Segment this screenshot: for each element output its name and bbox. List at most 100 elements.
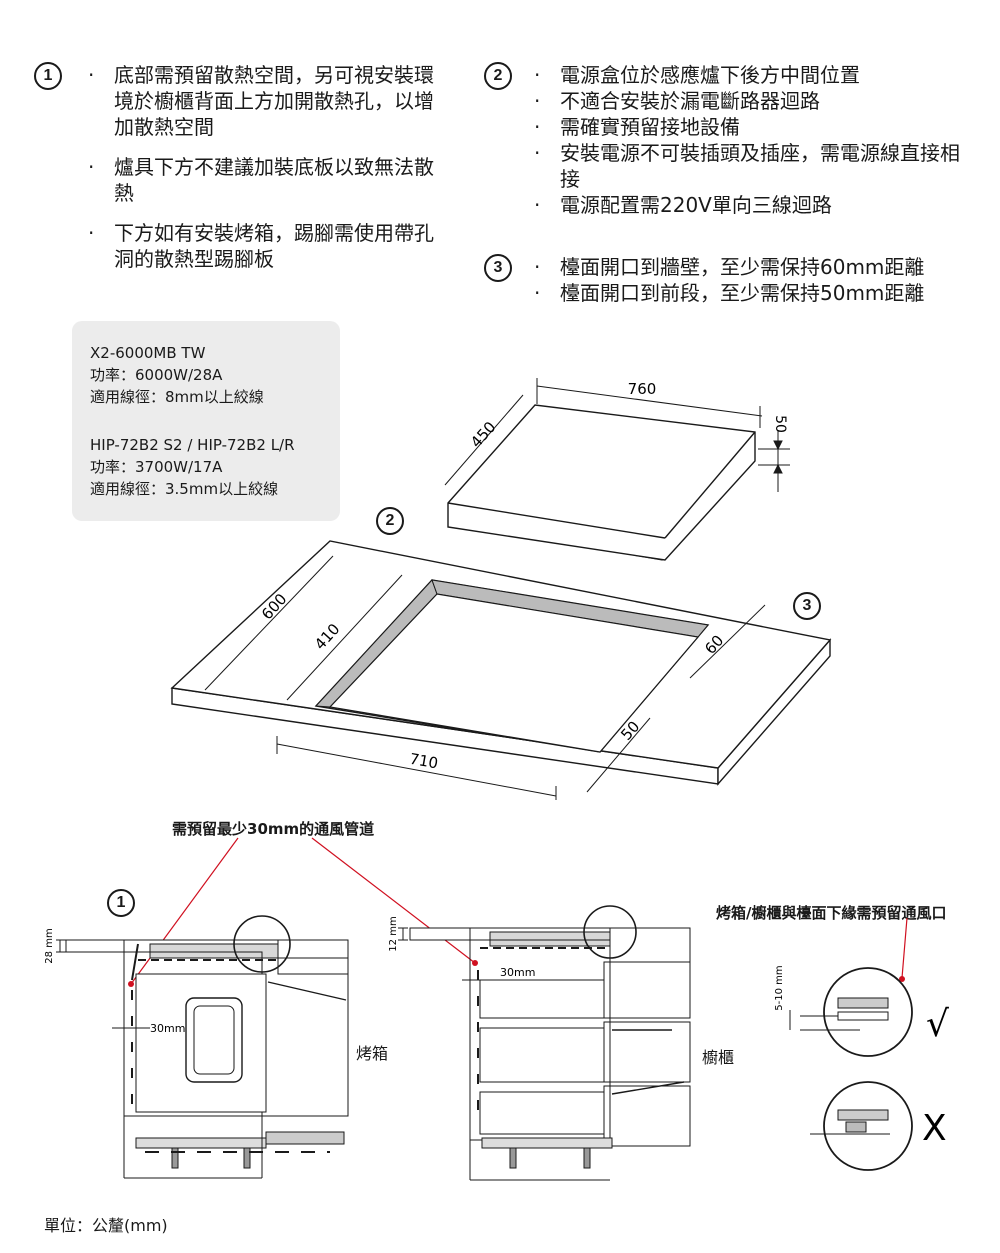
oven-label: 烤箱 bbox=[356, 1044, 389, 1063]
dim-line bbox=[536, 385, 763, 417]
leader-dot bbox=[899, 976, 905, 982]
note-item: 爐具下方不建議加裝底板以致無法散熱 bbox=[88, 154, 438, 206]
note-item: 下方如有安裝烤箱，踢腳需使用帶孔洞的散熱型踢腳板 bbox=[88, 220, 438, 272]
note-item: 安裝電源不可裝插頭及插座，需電源線直接相接 bbox=[534, 140, 974, 192]
countertop-drawing bbox=[170, 540, 832, 800]
drawer-front bbox=[603, 1021, 691, 1083]
leader-line bbox=[901, 917, 908, 979]
spec-wire-1: 適用線徑：8mm以上絞線 bbox=[90, 388, 264, 406]
dim-line bbox=[204, 555, 334, 691]
leader-line bbox=[130, 837, 239, 985]
drawer-cabinet-drawing bbox=[398, 927, 691, 1181]
correct-mark: √ bbox=[926, 1004, 949, 1045]
unit-footer: 單位：公釐(mm) bbox=[44, 1216, 168, 1235]
kickboard bbox=[481, 1137, 613, 1149]
vent-grille bbox=[265, 1131, 345, 1145]
spec-box: X2-6000MB TW 功率：6000W/28A 適用線徑：8mm以上絞線 H… bbox=[72, 321, 340, 521]
detail-circle bbox=[583, 905, 637, 959]
drawer-front bbox=[603, 961, 691, 1019]
section-1-notes: 底部需預留散熱空間，另可視安裝環境於櫥櫃背面上方加開散熱孔，以增加散熱空間 爐具… bbox=[88, 62, 438, 286]
drawer bbox=[479, 979, 605, 1019]
section-3-number: 3 bbox=[484, 254, 512, 282]
marker-2: 2 bbox=[376, 507, 404, 535]
note-item: 檯面開口到前段，至少需保持50mm距離 bbox=[534, 280, 974, 306]
arrow-down bbox=[773, 440, 783, 451]
vent-opening-title: 烤箱/櫥櫃與檯面下緣需預留通風口 bbox=[716, 904, 947, 922]
spec-wire-2: 適用線徑：3.5mm以上絞線 bbox=[90, 480, 279, 498]
vent-gap-label: 5-10 mm bbox=[774, 965, 785, 1010]
vent-duct bbox=[131, 943, 139, 981]
slab bbox=[837, 1109, 889, 1121]
note-item: 電源配置需220V單向三線迴路 bbox=[534, 192, 974, 218]
hob-body bbox=[149, 943, 279, 959]
hob-top bbox=[447, 404, 756, 561]
dim-line bbox=[276, 743, 557, 797]
duct-left-label: 30mm bbox=[150, 1022, 185, 1035]
note-item: 底部需預留散熱空間，另可視安裝環境於櫥櫃背面上方加開散熱孔，以增加散熱空間 bbox=[88, 62, 438, 140]
dim-710: 710 bbox=[408, 750, 439, 773]
hob-edge bbox=[664, 431, 756, 539]
oven-gap-label: 28 mm bbox=[44, 928, 55, 963]
dim-hob-50: 50 bbox=[772, 415, 788, 433]
cabinet-front bbox=[261, 957, 349, 1117]
leader-dot bbox=[472, 960, 478, 966]
cabinet-label: 櫥櫃 bbox=[702, 1048, 735, 1067]
slab bbox=[837, 997, 889, 1009]
oven-cabinet-drawing bbox=[56, 939, 349, 1179]
foot bbox=[583, 1147, 591, 1169]
detail-circle bbox=[233, 915, 291, 973]
foot bbox=[509, 1147, 517, 1169]
marker-1: 1 bbox=[107, 889, 135, 917]
dim-line bbox=[586, 717, 651, 793]
drawer-handle bbox=[611, 1081, 685, 1095]
drawer bbox=[479, 1027, 605, 1083]
arrow-up bbox=[773, 463, 783, 474]
note-item: 檯面開口到牆壁，至少需保持60mm距離 bbox=[534, 254, 974, 280]
duct-right-label: 30mm bbox=[500, 966, 535, 979]
oven-handle bbox=[267, 981, 347, 1001]
counter-slab bbox=[609, 927, 691, 963]
cabinet-gap-label: 12 mm bbox=[388, 916, 399, 951]
dim-line bbox=[689, 604, 766, 679]
foot bbox=[171, 1147, 179, 1169]
note-item: 需確實預留接地設備 bbox=[534, 114, 974, 140]
drawer bbox=[479, 1091, 605, 1135]
ventilation-title: 需預留最少30mm的通風管道 bbox=[172, 820, 375, 838]
hob-drawing bbox=[444, 378, 790, 561]
vent-detail-drawing bbox=[789, 967, 913, 1171]
detail-circle-correct bbox=[823, 967, 913, 1057]
drawer-front bbox=[603, 1085, 691, 1147]
section-2-notes: 電源盒位於感應爐下後方中間位置 不適合安裝於漏電斷路器迴路 需確實預留接地設備 … bbox=[534, 62, 974, 218]
dim-line bbox=[286, 574, 403, 701]
cutout-floor bbox=[328, 593, 700, 753]
detail-circle-wrong bbox=[823, 1081, 913, 1171]
note-item: 不適合安裝於漏電斷路器迴路 bbox=[534, 88, 974, 114]
counter-slab bbox=[277, 939, 349, 975]
note-item: 電源盒位於感應爐下後方中間位置 bbox=[534, 62, 974, 88]
section-2-number: 2 bbox=[484, 62, 512, 90]
spec-model-1: X2-6000MB TW bbox=[90, 344, 206, 362]
spec-model-2: HIP-72B2 S2 / HIP-72B2 L/R bbox=[90, 436, 295, 454]
leader-line bbox=[311, 837, 476, 964]
foot bbox=[243, 1147, 251, 1169]
kickboard bbox=[135, 1137, 267, 1149]
slab bbox=[837, 1011, 889, 1021]
cabinet-body bbox=[469, 939, 611, 1141]
leader-dot bbox=[128, 981, 134, 987]
installation-diagram: 760 450 50 600 410 710 60 50 bbox=[170, 378, 832, 800]
oven-body bbox=[135, 973, 267, 1113]
oven-window-inner bbox=[193, 1005, 235, 1075]
marker-3: 3 bbox=[793, 592, 821, 620]
section-3-notes: 檯面開口到牆壁，至少需保持60mm距離 檯面開口到前段，至少需保持50mm距離 bbox=[534, 254, 974, 306]
wrong-mark: X bbox=[922, 1108, 947, 1149]
section-1-number: 1 bbox=[34, 62, 62, 90]
slab bbox=[845, 1121, 867, 1133]
hob-body bbox=[489, 931, 611, 947]
dim-line bbox=[444, 394, 524, 486]
spec-power-2: 功率：3700W/17A bbox=[90, 458, 223, 476]
hob-edge bbox=[447, 502, 666, 539]
oven-window bbox=[185, 997, 243, 1083]
dim-760: 760 bbox=[628, 380, 657, 398]
spec-power-1: 功率：6000W/28A bbox=[90, 366, 223, 384]
